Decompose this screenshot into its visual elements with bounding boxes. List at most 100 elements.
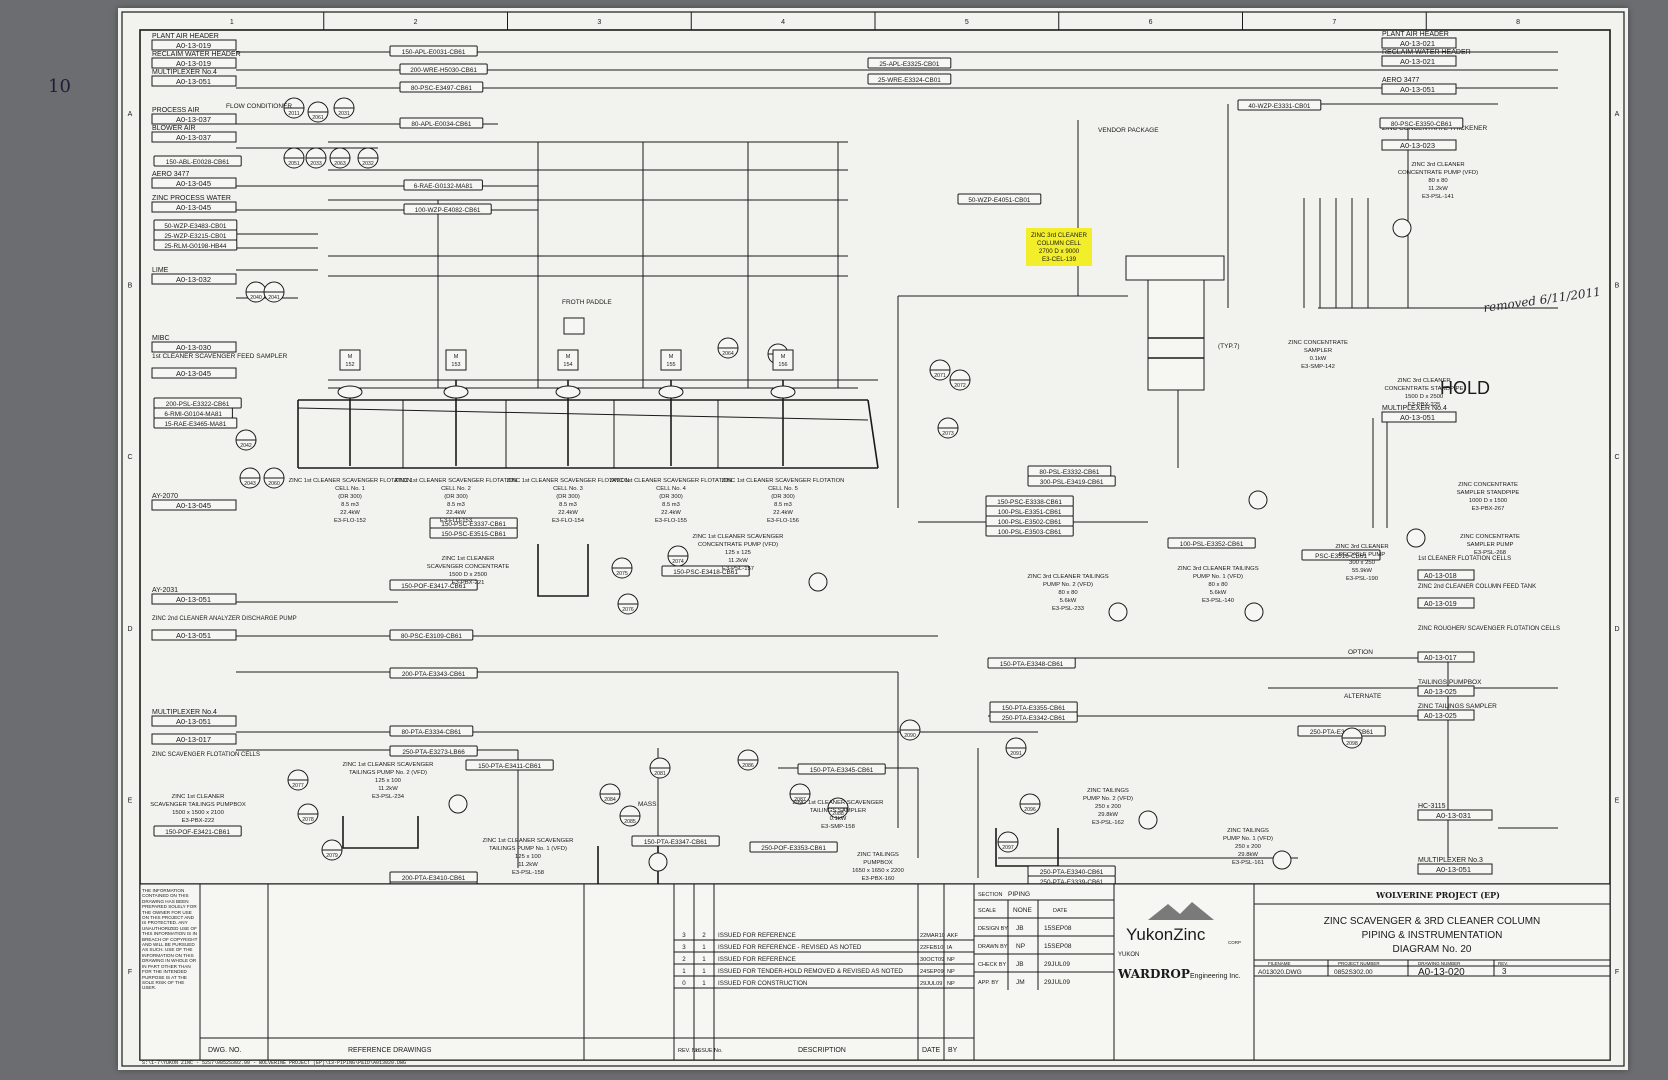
line-tag[interactable]: 80-PTA-E3334-CB61 [389, 725, 474, 737]
line-tag[interactable]: 150-PSC-E3418-CB61 [661, 565, 750, 577]
left-ref[interactable]: MULTIPLEXER No.4A0-13-051 [151, 709, 237, 727]
line-tag[interactable]: 25-WZP-E3215-CB01 [153, 229, 238, 241]
line-tag[interactable]: 150-POF-E3421-CB61 [153, 825, 242, 837]
instrument-bubble[interactable]: 2085 [619, 805, 641, 827]
line-tag[interactable]: 25-WRE-E3324-CB01 [867, 73, 952, 85]
line-tag[interactable]: 200-PTA-E3410-CB61 [389, 871, 478, 883]
instrument-bubble[interactable]: 2033 [305, 147, 327, 169]
instrument-bubble[interactable]: 2088 [827, 797, 849, 819]
instrument-bubble[interactable]: 2031 [333, 97, 355, 119]
line-tag[interactable]: 80-PSC-E3497-CB61 [399, 81, 484, 93]
instrument-bubble[interactable]: 2075 [611, 557, 633, 579]
line-tag[interactable]: 6-RMI-G0104-MA81 [153, 407, 233, 419]
left-ref[interactable]: 1st CLEANER SCAVENGER FEED SAMPLERA0-13-… [151, 353, 288, 379]
right-ref[interactable]: ZINC 2nd CLEANER COLUMN FEED TANKA0-13-0… [1417, 584, 1536, 609]
line-tag[interactable]: 100-PSL-E3502-CB61 [985, 515, 1074, 527]
line-tag[interactable]: 200-PTA-E3343-CB61 [389, 667, 478, 679]
line-tag[interactable]: 100-PSL-E3352-CB61 [1167, 537, 1256, 549]
line-tag[interactable]: 50-WZP-E4051-CB01 [957, 193, 1042, 205]
instrument-bubble[interactable]: 2011 [283, 97, 305, 119]
instrument-bubble[interactable]: 2078 [297, 803, 319, 825]
instrument-bubble[interactable]: 2074 [667, 545, 689, 567]
line-tag[interactable]: 150-ABL-E0028-CB61 [153, 155, 242, 167]
line-tag[interactable]: 250-PTA-E3341-CB61 [1297, 725, 1386, 737]
line-tag[interactable]: 150-POF-E3417-CB61 [389, 579, 478, 591]
instrument-bubble[interactable]: 2097 [997, 831, 1019, 853]
line-tag[interactable]: 200-WRE-H5030-CB61 [399, 63, 488, 75]
line-tag[interactable]: 150-PTA-E3411-CB61 [465, 759, 554, 771]
line-tag[interactable]: 100-PSL-E3503-CB61 [985, 525, 1074, 537]
instrument-bubble[interactable]: 2040 [245, 281, 267, 303]
line-tag[interactable]: 15-RAE-E3465-MA81 [153, 417, 238, 429]
line-tag[interactable]: 250-PTA-E3273-LB66 [389, 745, 478, 757]
line-tag[interactable]: PSC-E3516-CB61 [1301, 549, 1381, 561]
instrument-bubble[interactable]: 2072 [949, 369, 971, 391]
line-tag[interactable]: 150-PTA-E3355-CB61 [989, 701, 1078, 713]
instrument-bubble[interactable]: 2032 [357, 147, 379, 169]
line-tag[interactable]: 100-WZP-E4082-CB61 [403, 203, 492, 215]
line-tag[interactable]: 80-PSL-E3332-CB61 [1027, 465, 1112, 477]
line-tag[interactable]: 250-PTA-E3342-CB61 [989, 711, 1078, 723]
instrument-bubble[interactable]: 2073 [937, 417, 959, 439]
instrument-bubble[interactable]: 2077 [287, 769, 309, 791]
line-tag[interactable]: 150-PTA-E3348-CB61 [987, 657, 1076, 669]
instrument-bubble[interactable]: 2071 [929, 359, 951, 381]
line-tag[interactable]: 6-RAE-G0132-MA81 [403, 179, 483, 191]
line-tag[interactable]: 150-PTA-E3347-CB61 [631, 835, 720, 847]
line-tag[interactable]: 40-WZP-E3331-CB01 [1237, 99, 1322, 111]
line-tag[interactable]: 250-POF-E3353-CB61 [749, 841, 838, 853]
instrument-bubble[interactable]: 2098 [1341, 727, 1363, 749]
instrument-bubble[interactable]: 2086 [737, 749, 759, 771]
instrument-bubble[interactable]: 2096 [1019, 793, 1041, 815]
instrument-bubble[interactable]: 2084 [599, 783, 621, 805]
instrument-bubble[interactable]: 2091 [1005, 737, 1027, 759]
right-ref[interactable]: MULTIPLEXER No.3A0-13-051 [1417, 857, 1493, 875]
instrument-bubble[interactable]: 2051 [283, 147, 305, 169]
line-tag[interactable]: 80-APL-E0034-CB61 [399, 117, 484, 129]
left-ref[interactable]: A0-13-017 [151, 733, 237, 745]
line-tag[interactable]: 150-APL-E0031-CB61 [389, 45, 478, 57]
instrument-bubble[interactable]: 2041 [263, 281, 285, 303]
line-tag[interactable]: 25-APL-E3325-CB01 [867, 57, 952, 69]
line-tag[interactable]: 150-PSC-E3337-CB61 [429, 517, 518, 529]
right-ref[interactable]: ZINC ROUGHER/ SCAVENGER FLOTATION CELLSA… [1417, 626, 1560, 663]
instrument-bubble[interactable]: 2079 [321, 839, 343, 861]
instrument-bubble[interactable]: 2081 [649, 757, 671, 779]
line-tag[interactable]: 80-PSC-E3350-CB61 [1379, 117, 1464, 129]
instrument-bubble[interactable]: 2063 [329, 147, 351, 169]
instrument-bubble[interactable]: 2064 [717, 337, 739, 359]
